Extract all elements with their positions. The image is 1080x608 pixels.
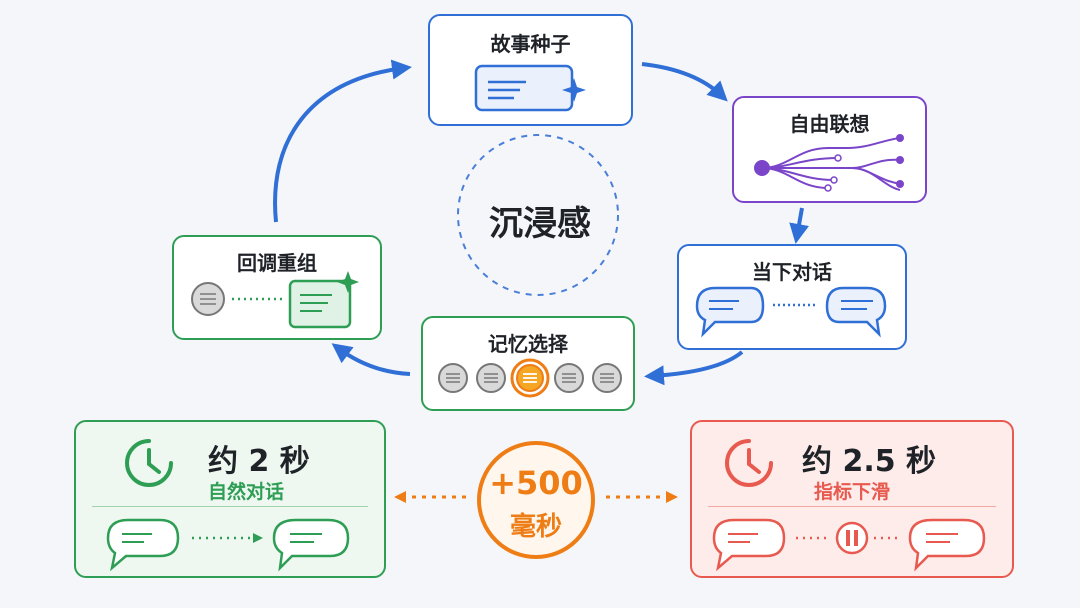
arrow-dialogue-to-memory (644, 350, 744, 386)
panel-divider (708, 506, 996, 507)
metric-decline-caption: 指标下滑 (814, 481, 891, 503)
delay-badge-unit: 毫秒 (509, 512, 562, 542)
node-recall-reorganize-title: 回调重组 (237, 251, 317, 275)
panel-divider (92, 506, 368, 507)
arrow-memory-to-recall (331, 343, 411, 376)
node-present-dialogue-title: 当下对话 (752, 260, 832, 284)
metric-decline-time: 约 2.5 秒 (802, 444, 937, 479)
node-story-seed-title: 故事种子 (490, 32, 571, 56)
pause-icon (835, 521, 869, 555)
panel-natural-dialogue: 约 2 秒 自然对话 (74, 420, 386, 578)
arrow-recall-to-seed (273, 59, 412, 223)
smooth-dialogue-icon (106, 518, 350, 572)
dialogue-bubbles-icon (695, 286, 887, 338)
node-recall-reorganize: 回调重组 (172, 235, 382, 340)
branching-network-icon (754, 134, 904, 192)
node-present-dialogue: 当下对话 (677, 244, 907, 350)
clock-icon (125, 439, 173, 487)
center-dashed-circle (457, 134, 619, 296)
paused-dialogue-icon (712, 518, 986, 572)
sparkle-card-icon (474, 64, 586, 112)
natural-dialogue-caption: 自然对话 (208, 481, 285, 503)
node-story-seed: 故事种子 (428, 14, 633, 126)
panel-metric-decline: 约 2.5 秒 指标下滑 (690, 420, 1014, 578)
memory-tokens-icon (438, 358, 622, 398)
natural-dialogue-time: 约 2 秒 (208, 444, 310, 479)
center-label: 沉浸感 (489, 204, 591, 244)
arrow-association-to-dialogue (789, 207, 809, 244)
selected-memory-token (510, 358, 550, 398)
delay-badge (477, 441, 595, 559)
node-memory-selection-title: 记忆选择 (488, 332, 568, 356)
node-free-association-title: 自由联想 (789, 112, 870, 136)
arrow-seed-to-association (641, 62, 728, 102)
delay-badge-value: +500 (489, 464, 583, 502)
node-memory-selection: 记忆选择 (421, 316, 635, 411)
recall-card-icon (191, 271, 359, 329)
clock-icon (725, 439, 773, 487)
node-free-association: 自由联想 (732, 96, 927, 203)
